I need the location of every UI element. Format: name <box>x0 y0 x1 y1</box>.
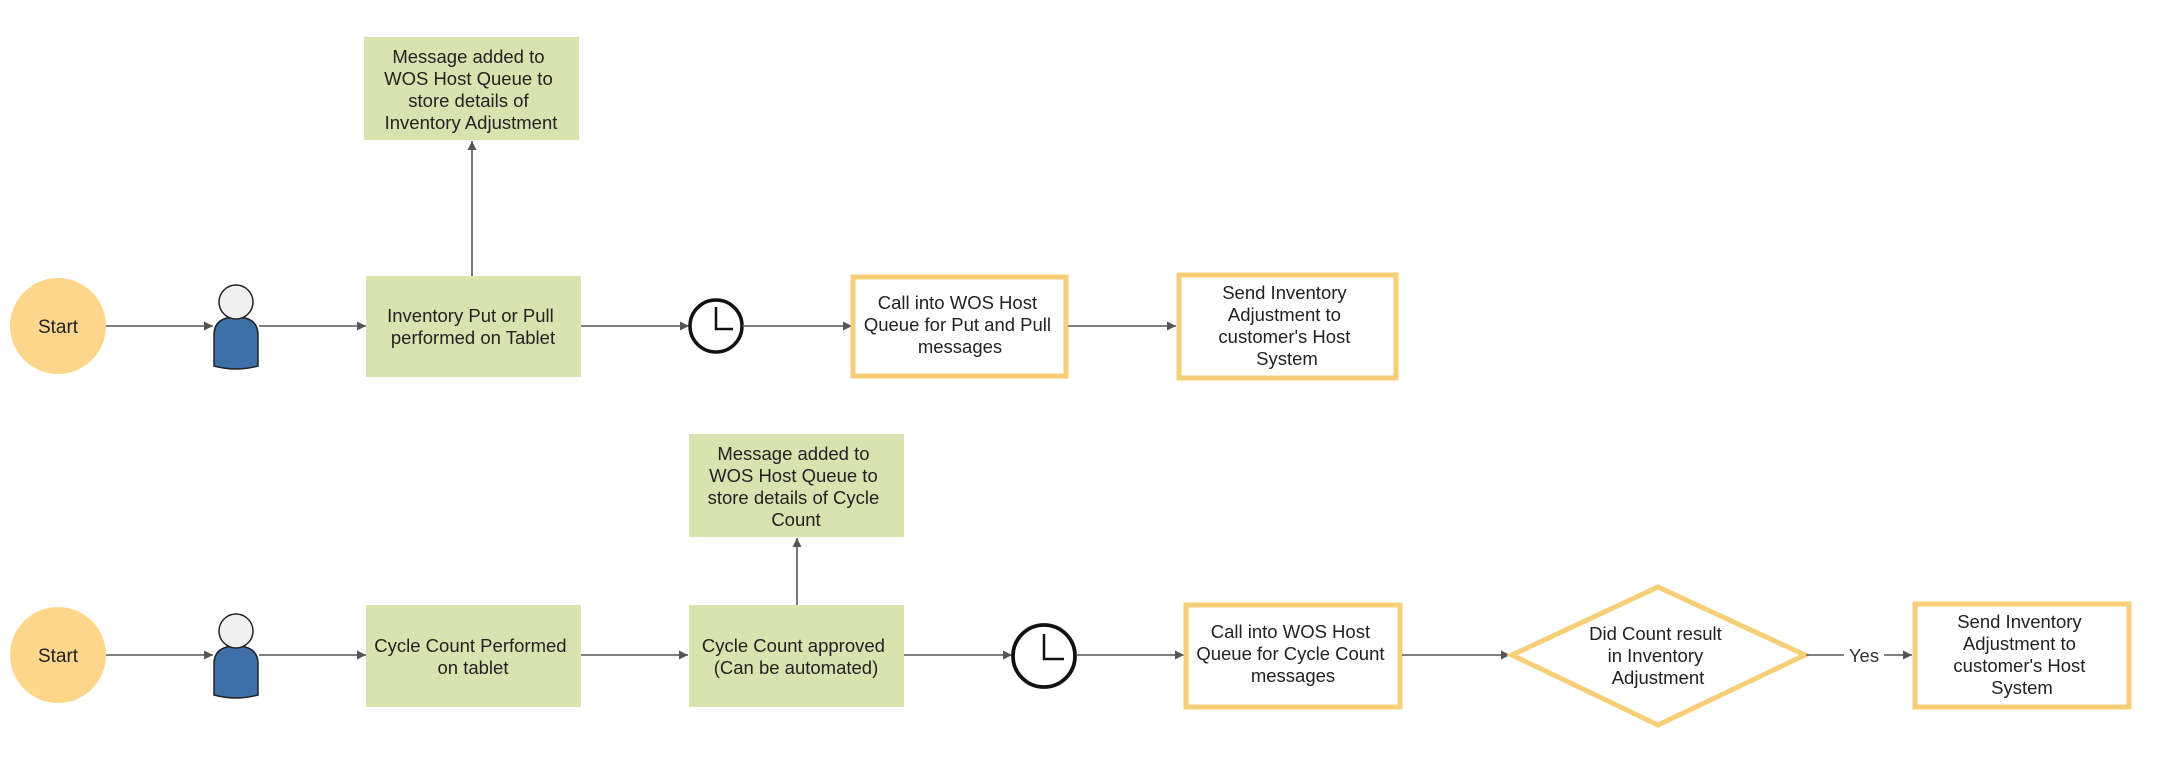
send-text: Send Inventory Adjustment to customer's … <box>1218 282 1355 369</box>
start-circle <box>10 607 106 703</box>
send-box <box>1176 272 1399 381</box>
message-box <box>689 434 904 537</box>
start-circle <box>10 278 106 374</box>
message-text: Message added to WOS Host Queue to store… <box>708 443 885 530</box>
action-node-1[interactable]: Inventory Put or Pull performed on Table… <box>366 276 581 377</box>
message-text: Message added to WOS Host Queue to store… <box>384 46 558 133</box>
action-node-2[interactable]: Cycle Count Performed on tablet <box>366 605 581 707</box>
message-box <box>364 37 579 140</box>
call-node-2[interactable]: Call into WOS Host Queue for Cycle Count… <box>1183 602 1403 710</box>
clock-icon[interactable] <box>688 298 744 354</box>
clock-hands <box>1042 634 1064 661</box>
message-node-1[interactable]: Message added to WOS Host Queue to store… <box>364 37 579 140</box>
user-icon[interactable] <box>213 284 259 370</box>
user-head <box>218 613 254 649</box>
decision-node[interactable]: Did Count result in Inventory Adjustment <box>1506 584 1811 728</box>
action-box <box>366 605 581 707</box>
send-node-1[interactable]: Send Inventory Adjustment to customer's … <box>1176 272 1399 381</box>
user-icon[interactable] <box>213 613 259 699</box>
action-text: Cycle Count Performed on tablet <box>374 635 571 678</box>
call-node-1[interactable]: Call into WOS Host Queue for Put and Pul… <box>850 274 1069 379</box>
message-node-2[interactable]: Message added to WOS Host Queue to store… <box>689 434 904 537</box>
clock-hands <box>714 307 733 331</box>
decision-diamond <box>1506 584 1811 728</box>
call-text: Call into WOS Host Queue for Cycle Count… <box>1196 621 1389 686</box>
flow-2: Start Cycle Count Performed on tablet Me… <box>10 434 2132 728</box>
send-node-2[interactable]: Send Inventory Adjustment to customer's … <box>1912 601 2132 710</box>
user-head <box>218 284 254 320</box>
approved-node[interactable]: Cycle Count approved (Can be automated) <box>689 605 904 707</box>
user-body <box>213 645 259 699</box>
action-text: Inventory Put or Pull performed on Table… <box>387 305 559 348</box>
decision-text: Did Count result in Inventory Adjustment <box>1589 623 1727 688</box>
action-box <box>366 276 581 377</box>
start-label: Start <box>38 317 79 338</box>
send-text: Send Inventory Adjustment to customer's … <box>1953 611 2090 698</box>
call-box <box>850 274 1069 379</box>
start-label: Start <box>38 646 79 667</box>
yes-label: Yes <box>1849 645 1879 666</box>
start-node-2[interactable]: Start <box>10 607 106 703</box>
approved-box <box>689 605 904 707</box>
send-box <box>1912 601 2132 710</box>
user-body <box>213 316 259 370</box>
clock-icon[interactable] <box>1011 623 1077 689</box>
call-box <box>1183 602 1403 710</box>
approved-text: Cycle Count approved (Can be automated) <box>702 635 890 678</box>
call-text: Call into WOS Host Queue for Put and Pul… <box>864 292 1056 357</box>
start-node-1[interactable]: Start <box>10 278 106 374</box>
flow-1: Start Message added to WOS Host Queue to… <box>10 37 1399 381</box>
